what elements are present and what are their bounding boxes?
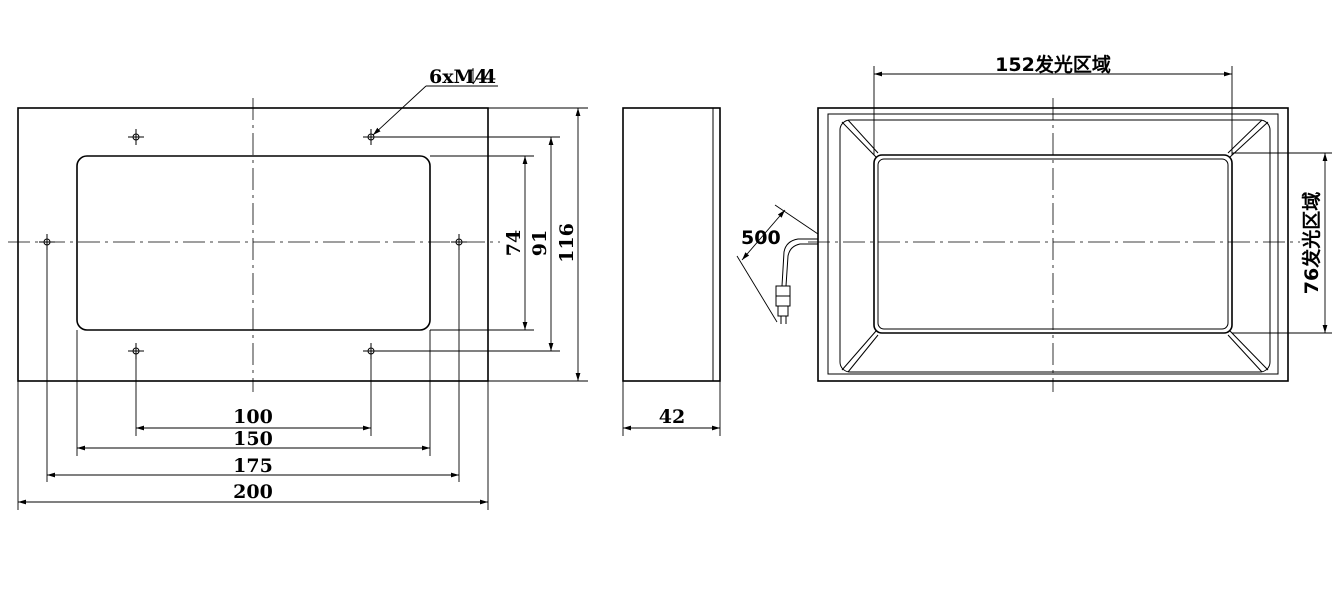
depth-symbol bbox=[472, 69, 483, 85]
hole-note: 6xM4 bbox=[429, 66, 488, 88]
dim-91: 91 bbox=[529, 230, 551, 256]
dim-line-500 bbox=[741, 209, 786, 261]
hole-depth: 4 bbox=[483, 66, 496, 88]
mounting-hole bbox=[128, 129, 144, 145]
side-outline bbox=[622, 107, 721, 382]
hole-leader bbox=[372, 85, 427, 136]
front-view: 6xM4 4 100 150 175 200 74 91 bbox=[8, 66, 588, 510]
dim-200: 200 bbox=[233, 481, 273, 503]
dim-116: 116 bbox=[556, 223, 578, 263]
cable bbox=[775, 238, 818, 324]
rear-view: 152发光区域 76发光区域 500 bbox=[736, 53, 1332, 392]
bevel-outer bbox=[839, 119, 1271, 373]
dim-74: 74 bbox=[503, 230, 525, 256]
dim-emitting-width: 152发光区域 bbox=[995, 53, 1111, 76]
dim-150: 150 bbox=[233, 428, 273, 450]
dim-cable-length: 500 bbox=[741, 227, 781, 249]
dim-42: 42 bbox=[659, 406, 685, 428]
dim-100: 100 bbox=[233, 406, 273, 428]
light-window bbox=[76, 155, 431, 331]
dim-175: 175 bbox=[233, 455, 273, 477]
dim-emitting-height: 76发光区域 bbox=[1300, 192, 1323, 294]
side-view: 42 bbox=[622, 107, 721, 436]
